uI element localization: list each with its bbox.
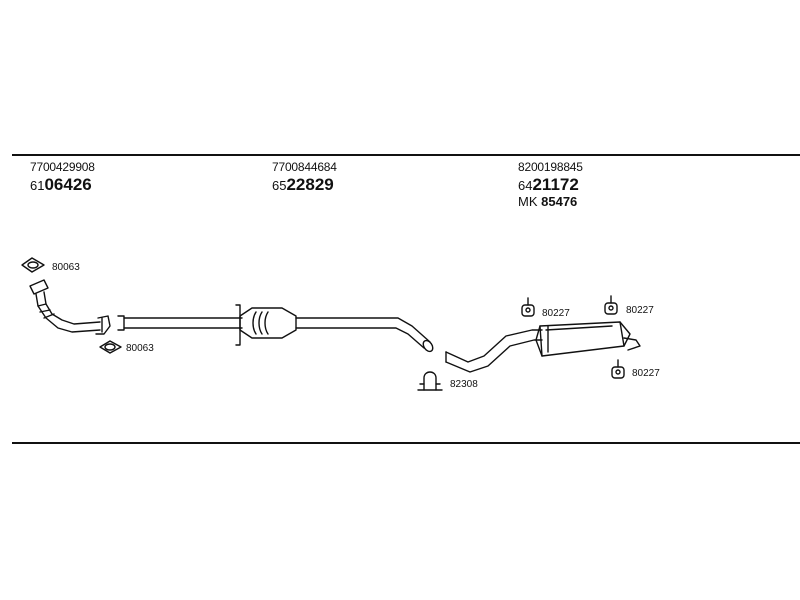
gasket-icon	[21, 257, 45, 273]
part-code: 21172	[532, 175, 579, 194]
part-prefix: 64	[518, 178, 533, 193]
callout-hanger-right: 80227	[626, 305, 654, 316]
callout-hanger-bottom: 80227	[632, 368, 660, 379]
oe-number-catalyst: 7700844684	[272, 160, 337, 174]
mounting-kit-number: MK 85476	[518, 194, 577, 209]
clamp-icon	[417, 371, 443, 391]
callout-hanger-left: 80227	[542, 308, 570, 319]
callout-gasket-bottom: 80063	[126, 343, 154, 354]
oe-number-front-pipe: 7700429908	[30, 160, 95, 174]
oe-number-rear-silencer: 8200198845	[518, 160, 583, 174]
part-prefix: 65	[272, 178, 287, 193]
catalyst-pipe	[117, 304, 434, 353]
hanger-icon	[611, 359, 625, 379]
rear-silencer	[445, 321, 641, 373]
callout-gasket-top: 80063	[52, 262, 80, 273]
gasket-icon	[99, 340, 122, 354]
mounting-kit-code: 85476	[541, 194, 578, 209]
part-code: 22829	[286, 175, 334, 194]
bottom-divider	[12, 442, 800, 444]
mounting-kit-prefix: MK	[518, 194, 538, 209]
part-number-catalyst: 6522829	[272, 175, 334, 195]
hanger-icon	[521, 297, 535, 317]
hanger-icon	[604, 295, 618, 315]
part-number-front-pipe: 6106426	[30, 175, 92, 195]
part-number-rear-silencer: 6421172	[518, 175, 579, 195]
callout-clamp: 82308	[450, 379, 478, 390]
front-pipe	[29, 279, 111, 335]
part-prefix: 61	[30, 178, 45, 193]
top-divider	[12, 154, 800, 156]
part-code: 06426	[44, 175, 92, 194]
